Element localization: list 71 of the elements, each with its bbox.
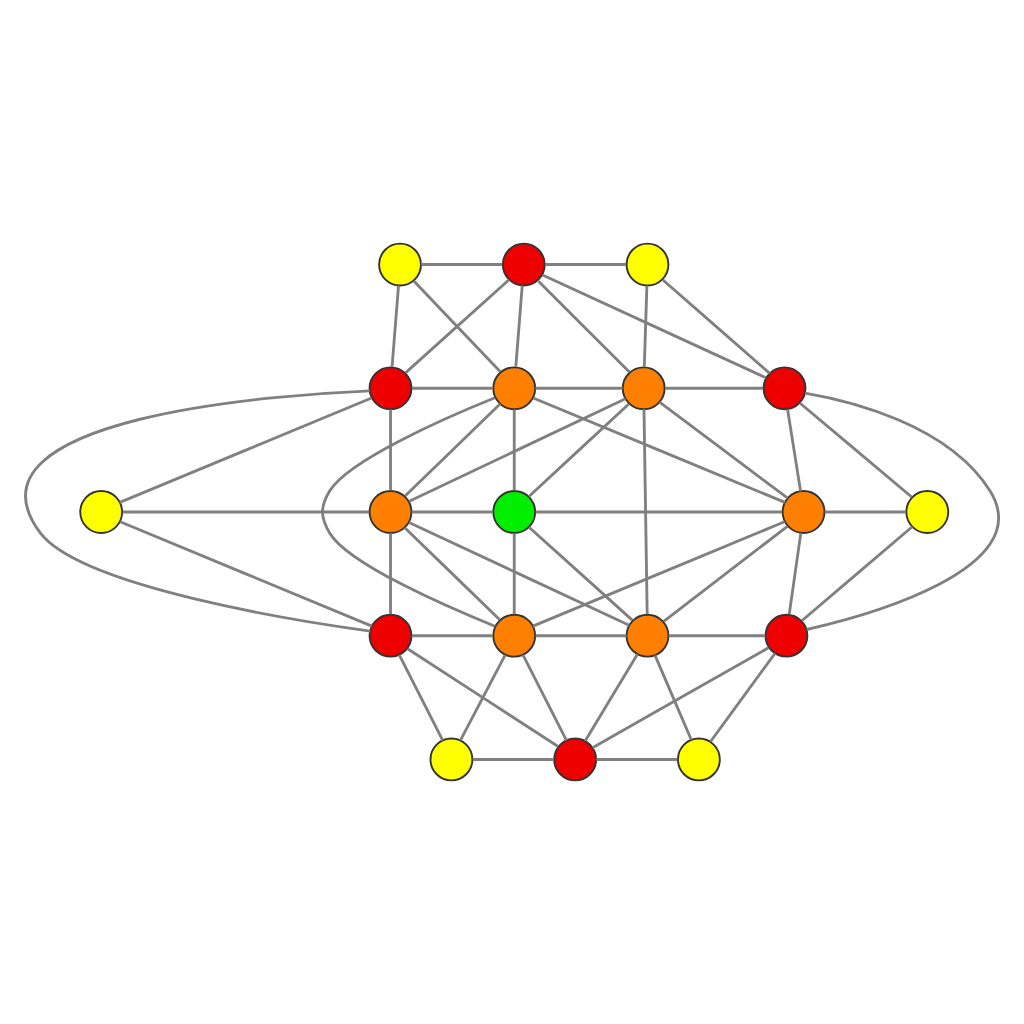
connector (537, 280, 631, 374)
connector (798, 401, 913, 499)
node-circle (429, 737, 474, 782)
connector (804, 391, 1000, 631)
node-circle (492, 490, 537, 534)
connector (787, 532, 803, 615)
connector (390, 285, 400, 367)
connector (535, 386, 623, 390)
connector (398, 654, 444, 742)
node-circle (905, 490, 950, 534)
connector (119, 520, 373, 628)
node-circle (368, 490, 413, 534)
node-circle (79, 490, 124, 534)
connector (514, 285, 524, 367)
connector (521, 654, 568, 742)
node-circle (621, 366, 666, 411)
connector (658, 400, 789, 500)
node-circle (781, 490, 826, 534)
connector (642, 285, 649, 367)
connector (668, 634, 766, 638)
node-circle (368, 613, 413, 658)
connector (824, 510, 906, 514)
connector (411, 510, 493, 514)
connector (403, 526, 501, 621)
connector (535, 510, 783, 514)
connector (406, 647, 559, 748)
node-circle (762, 366, 807, 411)
node-circle (378, 242, 422, 287)
connector (583, 653, 639, 742)
connector (408, 397, 627, 503)
connector (421, 263, 503, 266)
connector (389, 409, 392, 491)
connector (653, 654, 693, 741)
node-circle (492, 366, 537, 411)
connector (541, 273, 767, 380)
connector (661, 278, 771, 375)
connector (472, 758, 554, 761)
connector (321, 396, 496, 628)
connector (119, 396, 373, 504)
connector (665, 386, 764, 390)
connector (591, 646, 770, 749)
node-circle (553, 737, 598, 782)
node-circle (492, 613, 537, 658)
connector (545, 263, 626, 266)
node-circle (501, 242, 546, 287)
connector (527, 402, 630, 498)
connector (25, 389, 371, 633)
connector (800, 525, 914, 622)
node-circle (625, 242, 670, 287)
connector (122, 510, 370, 514)
connector (528, 526, 634, 622)
node-circle (368, 366, 413, 411)
connector (389, 533, 392, 615)
connector (532, 396, 786, 504)
connector (408, 521, 630, 627)
connector (512, 409, 516, 491)
connector (512, 533, 516, 615)
node-circle (764, 613, 809, 658)
connector (596, 758, 678, 761)
connector (411, 386, 493, 390)
connector (662, 525, 789, 623)
connector (709, 652, 777, 743)
node-circle (677, 737, 721, 782)
connector (411, 634, 493, 638)
connector (642, 409, 649, 615)
connector (535, 634, 627, 638)
connector (786, 409, 802, 492)
node-circle (625, 613, 670, 658)
connector (532, 520, 786, 628)
connector (459, 654, 507, 742)
connector (404, 402, 502, 497)
